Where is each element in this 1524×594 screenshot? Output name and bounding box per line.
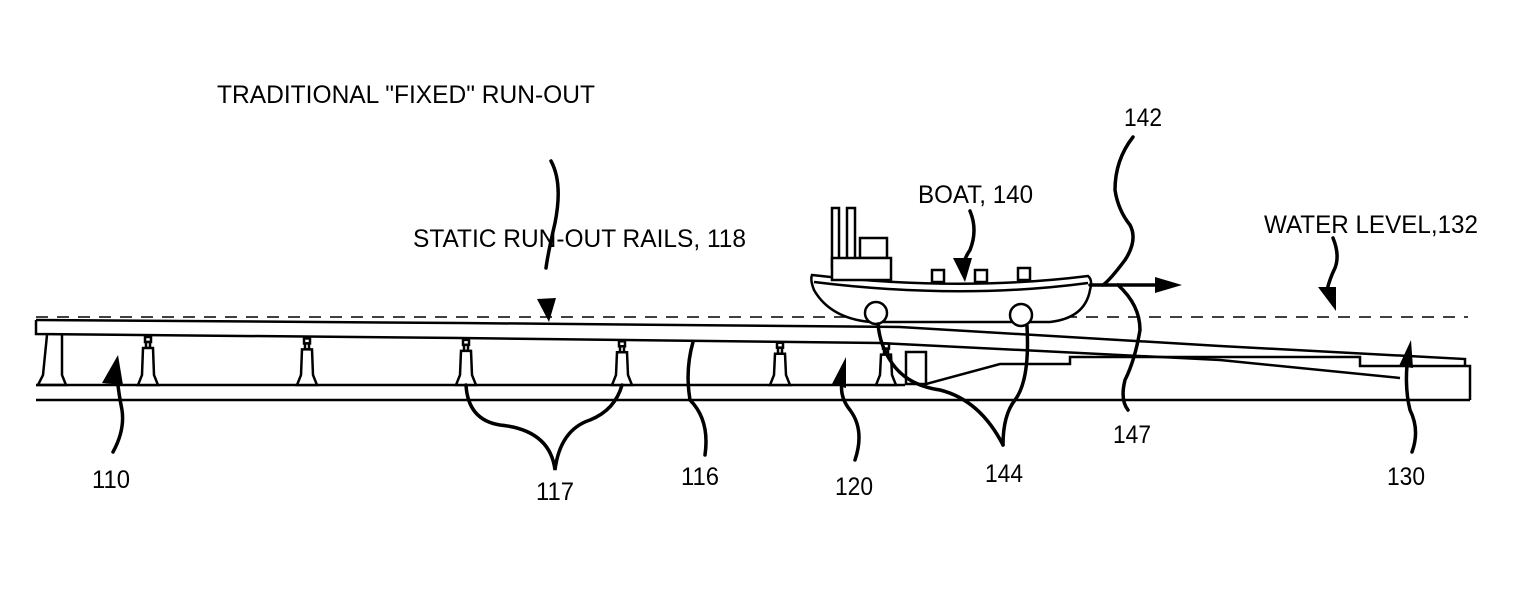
boat-roller-2 xyxy=(1008,302,1034,328)
ref-130: 130 xyxy=(1387,463,1425,491)
support-jack xyxy=(295,337,319,387)
end-support-block xyxy=(35,334,68,387)
ref-117: 117 xyxy=(536,478,574,506)
support-jack xyxy=(610,340,634,387)
boat-cabin-top xyxy=(858,236,889,260)
leader-118 xyxy=(544,159,560,270)
arrowhead-132 xyxy=(1318,287,1336,311)
rail-beam-upper-edge xyxy=(35,318,1467,366)
support-jack xyxy=(136,335,160,387)
arrowhead-120 xyxy=(832,357,846,388)
pull-direction-arrowhead xyxy=(1155,277,1182,293)
jack-body xyxy=(610,351,634,387)
leader-147 xyxy=(1116,283,1142,412)
label-water-level: WATER LEVEL,132 xyxy=(1264,211,1478,239)
label-static-run-out-rails: STATIC RUN-OUT RAILS, 118 xyxy=(413,225,746,253)
leader-144-a xyxy=(876,322,1005,447)
boat-hull xyxy=(810,273,1093,324)
figure-title: TRADITIONAL "FIXED" RUN-OUT xyxy=(217,81,595,109)
ref-120: 120 xyxy=(835,473,873,501)
support-jack xyxy=(454,338,478,387)
leader-110 xyxy=(111,373,125,454)
ref-144: 144 xyxy=(985,460,1023,488)
jack-body xyxy=(454,349,478,387)
arrowhead-118 xyxy=(537,298,556,322)
boat-fitting-2 xyxy=(973,268,989,284)
boat-cabin xyxy=(830,256,893,282)
leader-130 xyxy=(1404,363,1418,454)
support-jacks xyxy=(136,335,898,387)
boat-roller-1 xyxy=(863,300,889,326)
ref-147: 147 xyxy=(1113,421,1151,449)
rail-beam-lower-edge xyxy=(34,320,1401,380)
jack-body xyxy=(874,353,898,387)
section-130-ramp xyxy=(925,355,1472,400)
leader-117 xyxy=(464,383,624,471)
leader-116 xyxy=(686,340,708,457)
ref-116: 116 xyxy=(681,463,719,491)
arrowhead-110 xyxy=(102,355,123,385)
leader-132 xyxy=(1325,236,1339,292)
jack-body xyxy=(136,346,160,387)
ref-142: 142 xyxy=(1124,104,1162,132)
leader-144-b xyxy=(1001,324,1030,447)
support-jack xyxy=(768,341,792,387)
arrowhead-130 xyxy=(1399,340,1413,368)
leader-120 xyxy=(839,376,861,462)
boat-gunwale xyxy=(813,280,1089,293)
boat-fitting-1 xyxy=(930,268,946,284)
leader-142 xyxy=(1101,135,1135,287)
jack-body xyxy=(295,348,319,387)
boat xyxy=(810,206,1093,328)
label-boat: BOAT, 140 xyxy=(918,181,1033,209)
jack-body xyxy=(768,352,792,387)
boat-fitting-3 xyxy=(1016,266,1032,282)
ref-110: 110 xyxy=(92,466,130,494)
arrowhead-140 xyxy=(953,258,972,282)
